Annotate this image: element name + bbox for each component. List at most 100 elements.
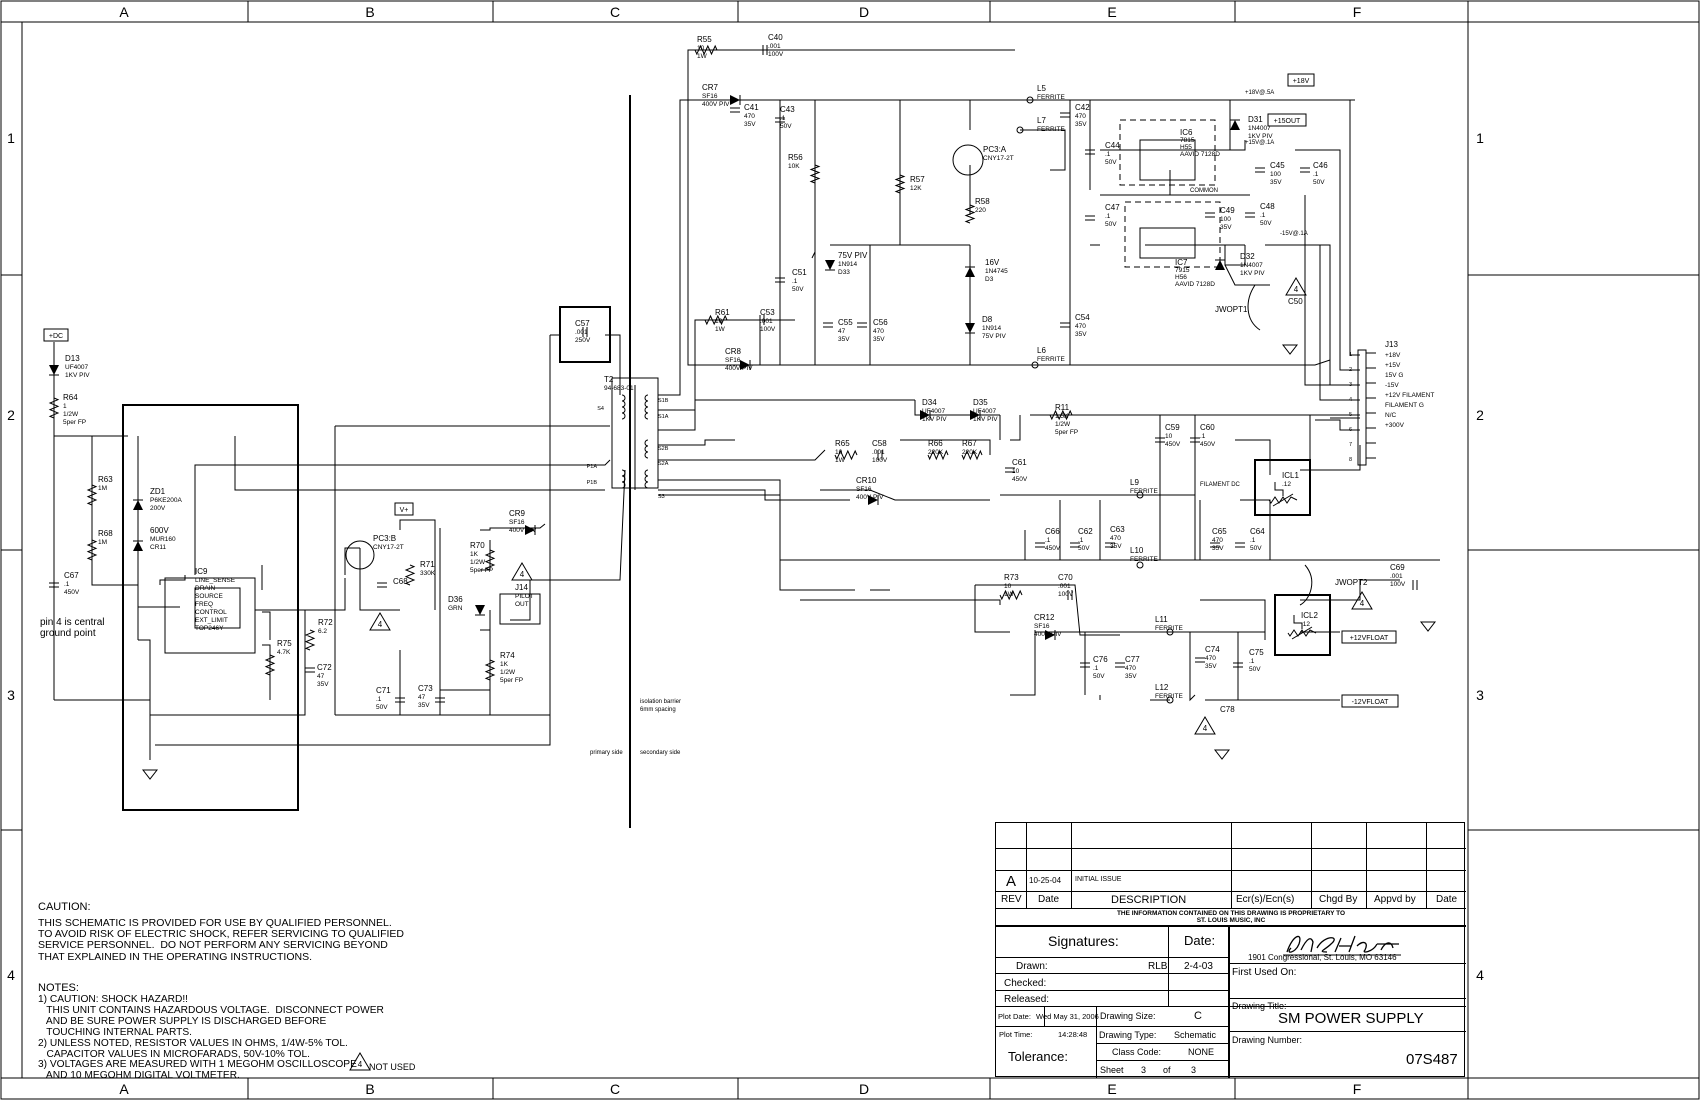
label-c42-line: 35V	[1075, 121, 1087, 128]
j13-pin-number: 1	[1349, 352, 1352, 358]
column-label-f: F	[1353, 4, 1362, 20]
drawing-type: Schematic	[1174, 1030, 1217, 1040]
c43-symbol	[775, 117, 785, 123]
c53-symbol	[759, 315, 765, 325]
label-pc3a-line: CNY17-2T	[983, 155, 1014, 162]
label-r72-line: 6.2	[318, 628, 327, 635]
label-cr12-line: CR12	[1034, 613, 1055, 622]
label-ic9: IC9LINE_SENSEDRAINSOURCEFREQCONTROLEXT_L…	[195, 567, 236, 632]
label-r65-line: 1W	[835, 457, 846, 464]
port-plus18: +18V	[1287, 73, 1315, 87]
row-label-4: 4	[7, 967, 15, 983]
j13-pin-number: 6	[1349, 427, 1352, 433]
label-c75-line: 50V	[1249, 666, 1261, 673]
port-label: +15OUT	[1274, 118, 1301, 125]
label-c61-line: C61	[1012, 458, 1027, 467]
label-d13-line: D13	[65, 354, 80, 363]
label-c40-line: 100V	[768, 51, 784, 58]
r68-symbol	[86, 539, 98, 561]
column-label-c: C	[610, 4, 620, 20]
label-c49-line: C49	[1220, 206, 1235, 215]
label-d35-line: 1KV PIV	[973, 416, 998, 423]
label-c70-line: .001	[1058, 583, 1071, 590]
label-cr10-line: SF16	[856, 486, 872, 493]
header-ecr: Ecr(s)/Ecn(s)	[1236, 894, 1295, 905]
ic6-body	[1139, 139, 1196, 181]
label-j13-line: +12V FILAMENT	[1385, 392, 1434, 399]
label-c65-line: 470	[1212, 537, 1223, 544]
d13-symbol	[49, 365, 59, 376]
r66-symbol	[927, 449, 949, 461]
label-c41-line: 470	[744, 113, 755, 120]
cr10-symbol	[868, 495, 879, 505]
ic7-body	[1139, 227, 1196, 259]
label-d31-line: 1N4007	[1248, 125, 1271, 132]
port-dc-in: +DC	[43, 328, 69, 342]
label-r70-line: 5per FP	[470, 567, 493, 574]
drawn-by: RLB	[1148, 961, 1168, 972]
jwopt1-symbol	[1247, 284, 1261, 331]
label-c65-line: 35V	[1212, 545, 1224, 552]
label-l9-line: FERRITE	[1130, 488, 1158, 495]
label-c48-line: 50V	[1260, 220, 1272, 227]
label-c45-line: 100	[1270, 171, 1281, 178]
label-r11-line: 5per FP	[1055, 429, 1078, 436]
label-c44-line: 50V	[1105, 159, 1117, 166]
column-label-d: D	[859, 4, 869, 20]
label-ic7-line: 7915	[1175, 267, 1190, 274]
rail-filament_dc: FILAMENT DC	[1200, 482, 1241, 488]
c61-symbol	[1005, 467, 1015, 473]
label-icl2-line: .12	[1301, 621, 1310, 628]
sheet-of-label: of	[1163, 1065, 1171, 1075]
winding-pin-label: P1B	[587, 480, 598, 486]
label-r67-line: R67	[962, 439, 977, 448]
label-r67-line: 220K	[962, 449, 978, 456]
label-r71-line: R71	[420, 560, 435, 569]
column-label-d-bottom: D	[859, 1081, 869, 1097]
label-c69-line: C69	[1390, 563, 1405, 572]
label-c55-line: C55	[838, 318, 853, 327]
label-r65-line: 10	[835, 449, 843, 456]
label-cr12-line: 400V PIV	[1034, 631, 1062, 638]
sheet-label: Sheet	[1100, 1065, 1124, 1075]
label-ic6-line: AAVID 7128D	[1180, 151, 1220, 158]
label-r64-line: R64	[63, 393, 78, 402]
ferrite-bead-symbol	[1016, 126, 1024, 134]
label-r11-line: 1/2W	[1055, 421, 1071, 428]
label-ic9-line: CONTROL	[195, 609, 227, 616]
label-ic7-line: IC7	[1175, 258, 1188, 267]
signatures-label: Signatures:	[1048, 933, 1119, 949]
label-r75-line: 4.7K	[277, 649, 291, 656]
rail-r18: +18V@.5A	[1245, 90, 1274, 96]
sheet-total: 3	[1191, 1065, 1197, 1075]
label-c63-line: 470	[1110, 535, 1121, 542]
label-t2-line: T2	[604, 375, 614, 384]
label-c76-line: 50V	[1093, 673, 1105, 680]
label-r68-line: R68	[98, 529, 113, 538]
label-c65-line: C65	[1212, 527, 1227, 536]
cr9-symbol	[525, 525, 536, 535]
row-label-1-right: 1	[1476, 130, 1484, 146]
port-label: +12VFLOAT	[1350, 635, 1389, 642]
label-c59-line: 10	[1165, 433, 1173, 440]
flag-number: 4	[358, 1060, 363, 1069]
c57-box	[559, 306, 611, 363]
